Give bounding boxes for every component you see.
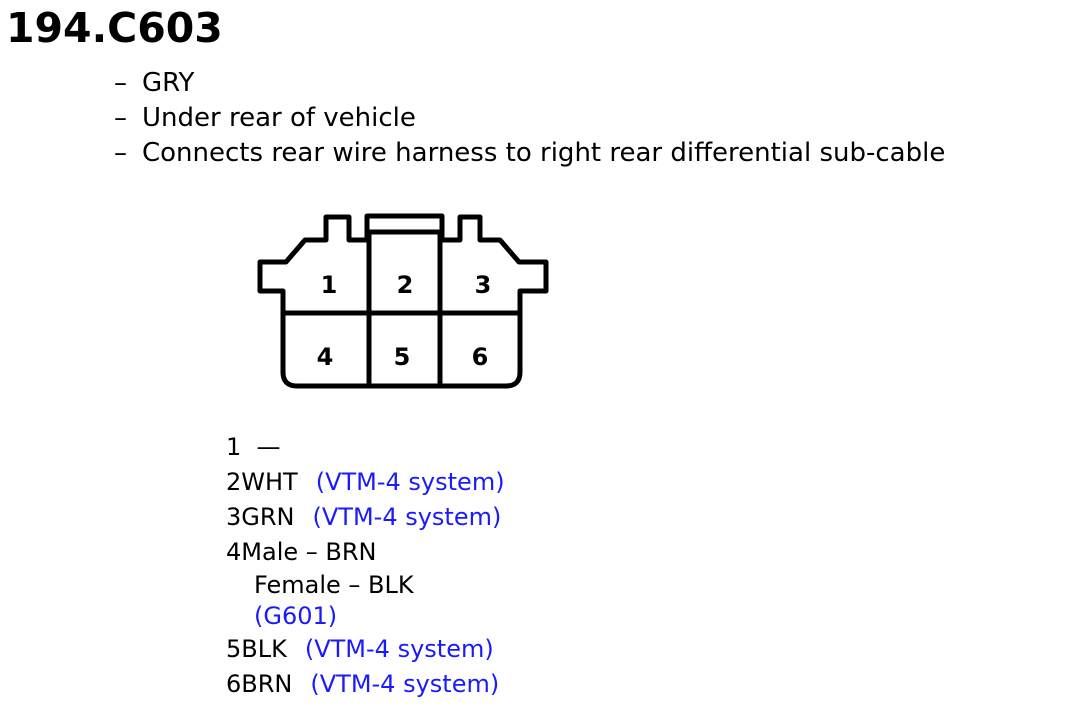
pin-description: — [256, 433, 281, 461]
detail-text: Connects rear wire harness to right rear… [142, 138, 946, 168]
dash: – [114, 103, 127, 133]
dash: – [114, 68, 127, 98]
system-reference-link[interactable]: (VTM-4 system) [312, 503, 502, 531]
pin-number: 4 [226, 538, 242, 566]
ground-reference-link[interactable]: (G601) [254, 602, 338, 630]
wire-color: WHT [241, 468, 298, 496]
wire-color-female: Female – BLK [254, 571, 414, 599]
connector-details: –GRY –Under rear of vehicle –Connects re… [114, 66, 945, 171]
pinout-row-4-female: Female – BLK [226, 570, 505, 601]
wire-color: BLK [241, 635, 287, 663]
system-reference-link[interactable]: (VTM-4 system) [315, 468, 505, 496]
connector-housing-outline [257, 213, 549, 389]
pin-label-1: 1 [321, 271, 338, 299]
pin-label-2: 2 [397, 271, 414, 299]
connector-title: 194.C603 [6, 4, 223, 52]
pinout-row-4: 4Male – BRN [226, 535, 505, 570]
system-reference-link[interactable]: (VTM-4 system) [310, 670, 500, 698]
pin-number: 6 [226, 670, 242, 698]
pinout-list: 1 — 2WHT (VTM-4 system) 3GRN (VTM-4 system… [226, 430, 505, 702]
pinout-row-4-ground: (G601) [226, 601, 505, 632]
pinout-row-5: 5BLK (VTM-4 system) [226, 632, 505, 667]
pin-label-5: 5 [394, 343, 411, 371]
wire-color: BRN [241, 670, 293, 698]
detail-text: Under rear of vehicle [142, 103, 416, 133]
detail-location: –Under rear of vehicle [114, 101, 945, 136]
detail-connection: –Connects rear wire harness to right rea… [114, 136, 945, 171]
pin-number: 2 [226, 468, 242, 496]
pin-number: 5 [226, 635, 242, 663]
pin-label-4: 4 [317, 343, 334, 371]
detail-text: GRY [142, 68, 195, 98]
pinout-row-1: 1 — [226, 430, 505, 465]
detail-color: –GRY [114, 66, 945, 101]
pinout-row-6: 6BRN (VTM-4 system) [226, 667, 505, 702]
pin-number: 3 [226, 503, 242, 531]
wire-color-male: Male – BRN [241, 538, 377, 566]
pinout-row-2: 2WHT (VTM-4 system) [226, 465, 505, 500]
dash: – [114, 138, 127, 168]
pin-label-6: 6 [472, 343, 489, 371]
system-reference-link[interactable]: (VTM-4 system) [304, 635, 494, 663]
pin-label-3: 3 [475, 271, 492, 299]
pinout-row-3: 3GRN (VTM-4 system) [226, 500, 505, 535]
pin-number: 1 [226, 433, 242, 461]
wire-color: GRN [241, 503, 295, 531]
